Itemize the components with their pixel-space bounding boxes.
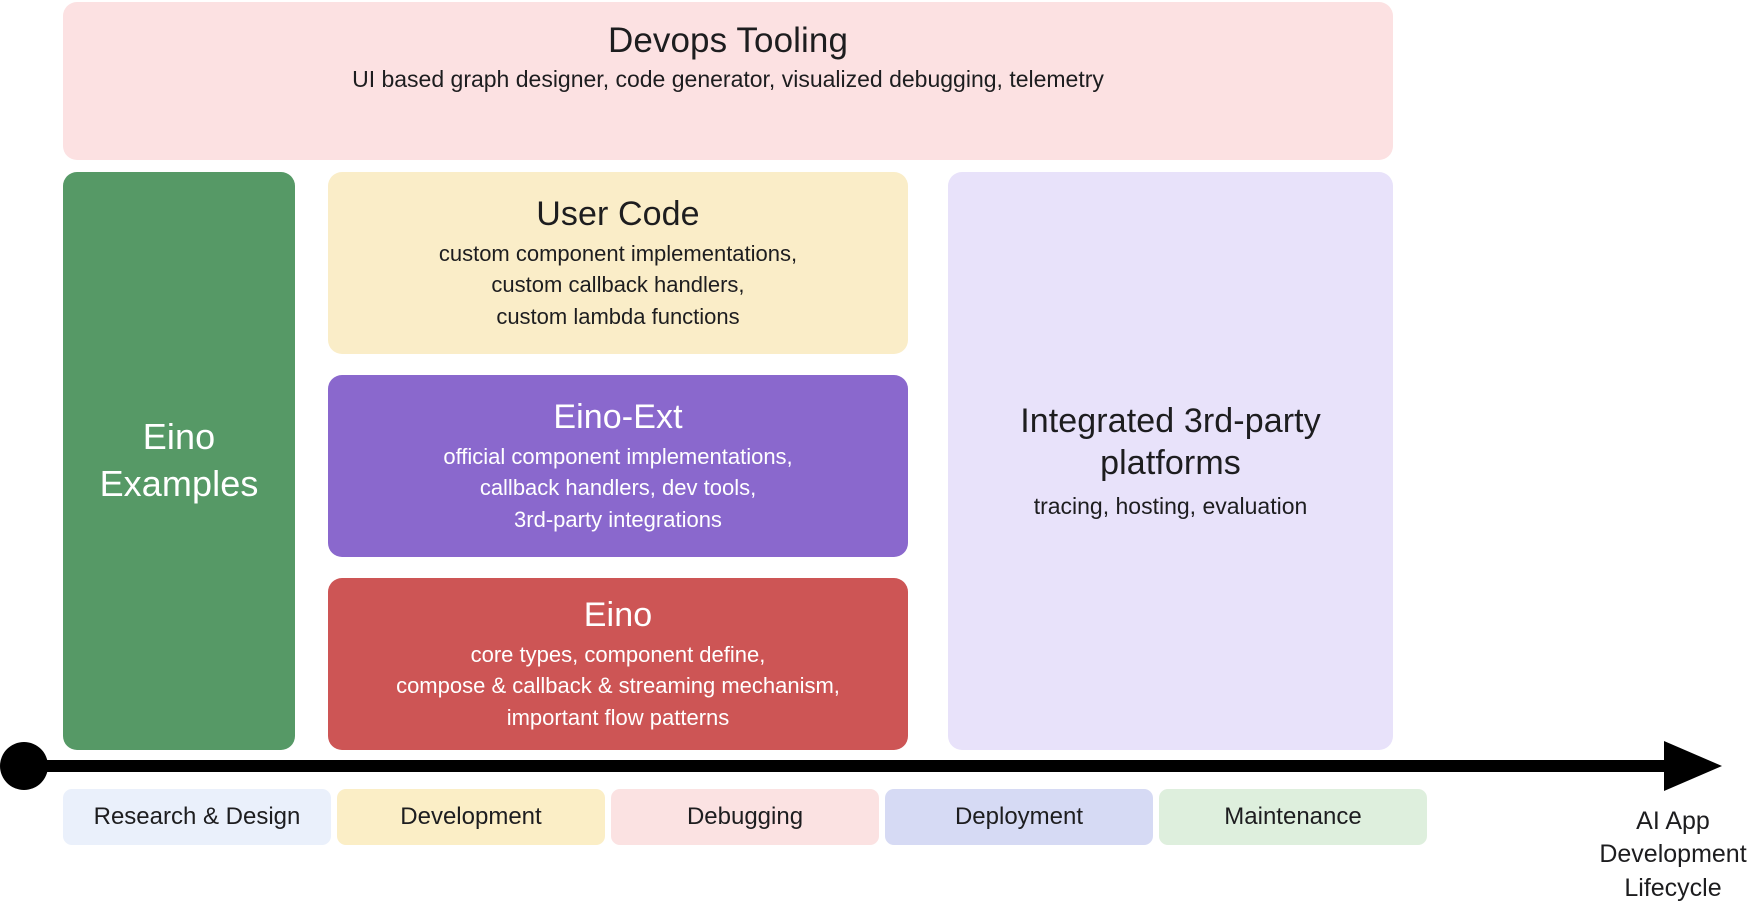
timeline-line bbox=[24, 760, 1678, 772]
lifecycle-stage-label: Development bbox=[400, 803, 542, 830]
user-code-details: custom component implementations, custom… bbox=[439, 238, 797, 332]
lifecycle-stage-label: Debugging bbox=[686, 803, 804, 830]
user-code-line-3: custom lambda functions bbox=[496, 303, 740, 329]
eino-core-line-3: important flow patterns bbox=[506, 704, 730, 730]
third-party-platforms-card: Integrated 3rd-party platforms tracing, … bbox=[948, 172, 1393, 750]
third-party-title-line2: platforms bbox=[1100, 443, 1241, 482]
eino-ext-line-2: callback handlers, dev tools, bbox=[479, 475, 757, 501]
devops-tooling-card: Devops Tooling UI based graph designer, … bbox=[63, 2, 1393, 160]
eino-ext-line-1: official component implementations, bbox=[443, 444, 793, 470]
eino-core-details: core types, component define, compose & … bbox=[396, 639, 840, 733]
devops-tooling-title: Devops Tooling bbox=[607, 21, 849, 60]
user-code-line-1: custom component implementations, bbox=[438, 241, 798, 267]
eino-examples-title-line2: Examples bbox=[99, 463, 259, 504]
axis-caption-line-1: AI App bbox=[1636, 807, 1710, 835]
eino-examples-title-line1: Eino bbox=[142, 416, 216, 458]
user-code-line-2: custom callback handlers, bbox=[491, 272, 745, 298]
eino-ext-title: Eino-Ext bbox=[553, 398, 683, 437]
lifecycle-stage-label: Maintenance bbox=[1224, 803, 1362, 830]
eino-ext-line-3: 3rd-party integrations bbox=[514, 506, 722, 532]
third-party-platforms-title: Integrated 3rd-party platforms bbox=[962, 400, 1379, 484]
lifecycle-stage-development[interactable]: Development bbox=[337, 789, 605, 845]
lifecycle-stage-research-design[interactable]: Research & Design bbox=[63, 789, 331, 845]
axis-caption-line-3: Lifecycle bbox=[1624, 873, 1722, 902]
eino-ext-card: Eino-Ext official component implementati… bbox=[328, 375, 908, 557]
lifecycle-stage-maintenance[interactable]: Maintenance bbox=[1159, 789, 1427, 845]
lifecycle-stage-debugging[interactable]: Debugging bbox=[611, 789, 879, 845]
eino-core-line-1: core types, component define, bbox=[470, 642, 766, 668]
lifecycle-stage-bar: Research & Design Development Debugging … bbox=[63, 789, 1563, 845]
eino-core-title: Eino bbox=[583, 596, 653, 635]
eino-ext-details: official component implementations, call… bbox=[443, 441, 792, 535]
eino-core-card: Eino core types, component define, compo… bbox=[328, 578, 908, 750]
user-code-title: User Code bbox=[536, 195, 700, 234]
eino-examples-card: Eino Examples bbox=[63, 172, 295, 750]
lifecycle-stage-deployment[interactable]: Deployment bbox=[885, 789, 1153, 845]
lifecycle-stage-label: Deployment bbox=[954, 803, 1084, 830]
timeline-axis-caption: AI App Development Lifecycle bbox=[1586, 805, 1760, 905]
third-party-title-line1: Integrated 3rd-party bbox=[1020, 401, 1321, 440]
axis-caption-line-2: Development bbox=[1599, 840, 1747, 869]
third-party-platforms-subtitle: tracing, hosting, evaluation bbox=[1033, 492, 1308, 519]
eino-core-line-2: compose & callback & streaming mechanism… bbox=[396, 673, 840, 699]
user-code-card: User Code custom component implementatio… bbox=[328, 172, 908, 354]
devops-tooling-subtitle: UI based graph designer, code generator,… bbox=[352, 66, 1104, 93]
timeline-start-dot bbox=[0, 742, 48, 790]
eino-examples-title: Eino Examples bbox=[77, 414, 281, 508]
timeline-arrowhead-icon bbox=[1664, 741, 1722, 791]
lifecycle-stage-label: Research & Design bbox=[93, 803, 301, 830]
